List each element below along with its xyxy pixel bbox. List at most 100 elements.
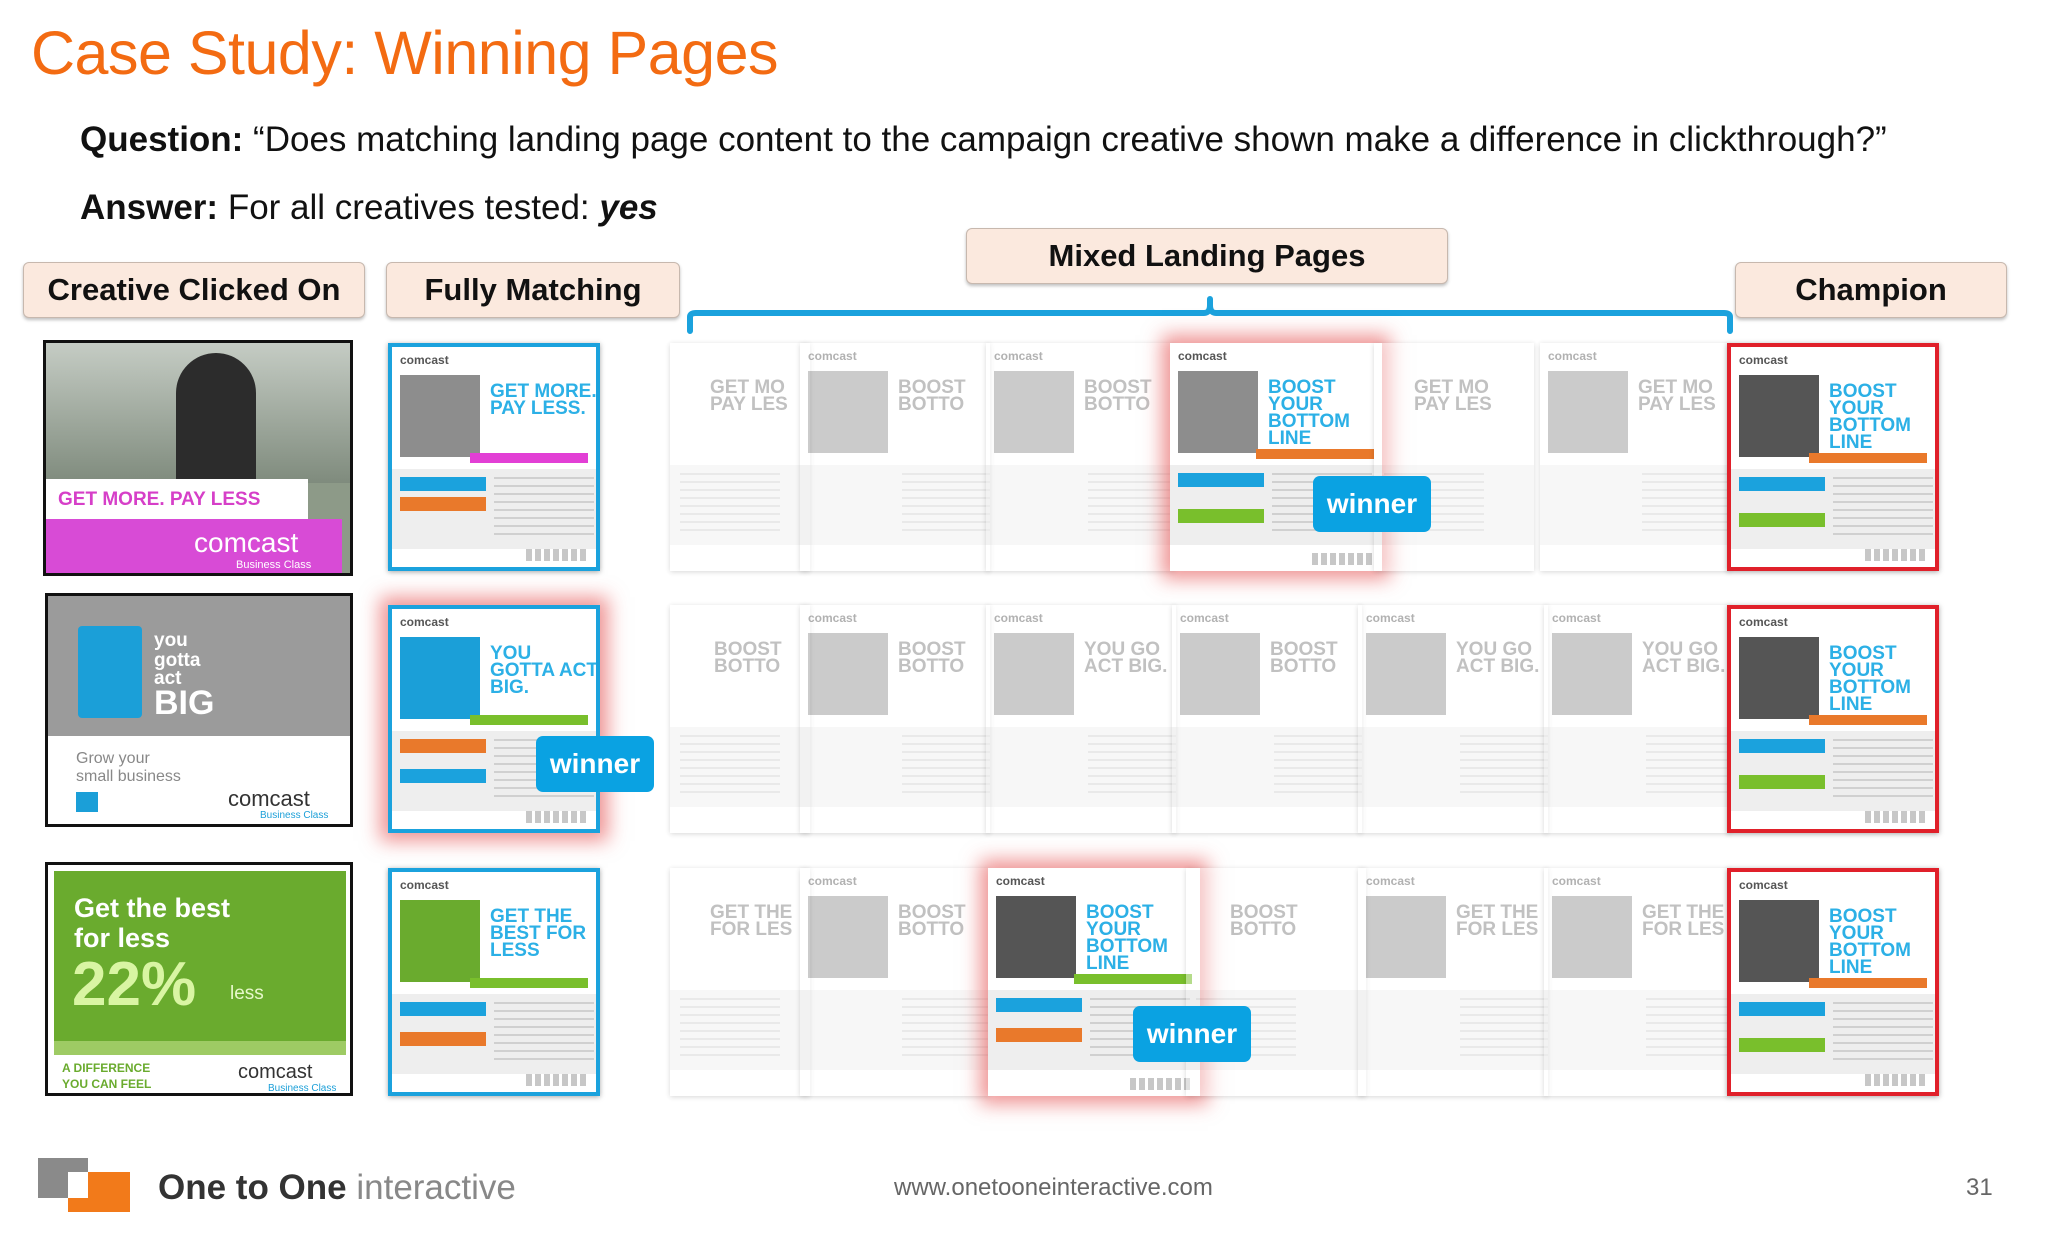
lp-headline: BOOST YOUR BOTTOM LINE <box>1086 902 1168 974</box>
lp-cta <box>470 453 588 463</box>
lp-image <box>1739 375 1819 457</box>
footer-url: www.onetooneinteractive.com <box>894 1174 1213 1201</box>
lp-headline: BOOST BOTTO <box>1230 902 1298 940</box>
lp-headline: GET THE FOR LES <box>710 902 793 940</box>
lp-image <box>1552 633 1632 715</box>
lp-image <box>1739 637 1819 719</box>
ad-line-4: BIG <box>154 684 215 722</box>
lp-image <box>400 900 480 982</box>
answer-label: Answer: <box>80 188 219 227</box>
lp-headline: GET THE FOR LES <box>1642 902 1725 940</box>
lp-image <box>994 371 1074 453</box>
lp-brand: comcast <box>1548 349 1597 363</box>
lp-image <box>1548 371 1628 453</box>
lp-row1-mixed-5: comcast GET MO PAY LES <box>1540 343 1730 571</box>
lp-headline: GET MORE. PAY LESS. <box>490 381 597 419</box>
question-text: “Does matching landing page content to t… <box>243 120 1887 159</box>
lp-brand: comcast <box>1739 615 1788 629</box>
lp-brand: comcast <box>808 349 857 363</box>
lp-row1-mixed-3: comcast BOOST BOTTO <box>986 343 1176 571</box>
arrow-icon <box>76 792 98 812</box>
lp-row2-mixed-1: BOOST BOTTO <box>670 605 810 833</box>
answer-emphasis: yes <box>599 188 658 227</box>
lp-headline: BOOST YOUR BOTTOM LINE <box>1268 377 1350 449</box>
label-champion: Champion <box>1735 262 2007 318</box>
lp-row2-matching: comcast YOU GOTTA ACT BIG. <box>388 605 600 833</box>
question-label: Question: <box>80 120 244 159</box>
ad-percent: 22% <box>72 950 197 1019</box>
lp-image <box>400 637 480 719</box>
lp-headline: BOOST BOTTO <box>898 377 966 415</box>
lp-row2-mixed-5: comcast YOU GO ACT BIG. <box>1358 605 1548 833</box>
ad-headline: GET MORE. PAY LESS <box>58 489 261 510</box>
ad-tag-1: Grow your <box>76 750 150 767</box>
lp-headline: GET THE BEST FOR LESS <box>490 906 587 961</box>
lp-image <box>1366 896 1446 978</box>
label-mixed-landing: Mixed Landing Pages <box>966 228 1448 284</box>
lp-row3-mixed-2: comcast BOOST BOTTO <box>800 868 990 1096</box>
lp-image <box>808 633 888 715</box>
lp-row2-mixed-2: comcast BOOST BOTTO <box>800 605 990 833</box>
lp-headline: GET MO PAY LES <box>1638 377 1716 415</box>
ad-brand-sub: Business Class <box>268 1083 337 1094</box>
winner-badge-row3: winner <box>1133 1006 1251 1062</box>
lp-image <box>808 371 888 453</box>
lp-row2-mixed-6: comcast YOU GO ACT BIG. <box>1544 605 1730 833</box>
lp-headline: BOOST YOUR BOTTOM LINE <box>1829 906 1911 978</box>
ad-line-1: you <box>154 630 188 651</box>
lp-row2-mixed-3: comcast YOU GO ACT BIG. <box>986 605 1176 833</box>
lp-cta <box>1074 974 1192 984</box>
lp-headline: BOOST BOTTO <box>1084 377 1152 415</box>
ad-line-1: Get the best <box>74 893 231 923</box>
lp-headline: BOOST YOUR BOTTOM LINE <box>1829 381 1911 453</box>
lp-row3-mixed-5: comcast GET THE FOR LES <box>1544 868 1730 1096</box>
lp-brand: comcast <box>1552 611 1601 625</box>
ad-brand: comcast <box>194 527 299 558</box>
lp-brand: comcast <box>400 353 449 367</box>
lp-row1-matching: comcast GET MORE. PAY LESS. <box>388 343 600 571</box>
lp-brand: comcast <box>996 874 1045 888</box>
lp-image <box>994 633 1074 715</box>
winner-badge-row1: winner <box>1313 476 1431 532</box>
ad-tag-2: YOU CAN FEEL <box>62 1077 152 1091</box>
winner-badge-row2: winner <box>536 736 654 792</box>
lp-image <box>808 896 888 978</box>
ad-get-more: GET MORE. PAY LESS comcast Business Clas… <box>43 340 353 576</box>
ad-line-2: for less <box>74 923 171 953</box>
lp-brand: comcast <box>400 615 449 629</box>
lp-row3-champion: comcast BOOST YOUR BOTTOM LINE <box>1727 868 1939 1096</box>
lp-headline: YOU GOTTA ACT BIG. <box>490 643 598 698</box>
lp-cta <box>1809 453 1927 463</box>
lp-cta <box>470 715 588 725</box>
ad-tag-2: small business <box>76 768 181 785</box>
lp-row1-mixed-1: GET MO PAY LES <box>670 343 810 571</box>
lp-headline: GET THE FOR LES <box>1456 902 1539 940</box>
ad-act-big: you gotta act BIG Grow your small busine… <box>45 593 353 827</box>
lp-brand: comcast <box>1366 874 1415 888</box>
lp-headline: BOOST BOTTO <box>1270 639 1338 677</box>
logo-bold-text: One to One <box>158 1168 347 1207</box>
lp-brand: comcast <box>808 874 857 888</box>
lp-image <box>1739 900 1819 982</box>
lp-headline: YOU GO ACT BIG. <box>1084 639 1168 677</box>
lp-brand: comcast <box>1178 349 1227 363</box>
answer-line: Answer: For all creatives tested: yes <box>80 188 658 228</box>
lp-headline: BOOST BOTTO <box>898 639 966 677</box>
label-fully-matching: Fully Matching <box>386 262 680 318</box>
mixed-bracket <box>687 296 1733 334</box>
building-icon <box>78 626 142 718</box>
lp-row1-mixed-4: GET MO PAY LES <box>1374 343 1534 571</box>
slide-title: Case Study: Winning Pages <box>31 19 779 87</box>
lp-brand: comcast <box>994 349 1043 363</box>
lp-headline: GET MO PAY LES <box>1414 377 1492 415</box>
lp-row3-mixed-4: comcast GET THE FOR LES <box>1358 868 1548 1096</box>
ad-brand: comcast <box>238 1061 313 1083</box>
company-logo-icon <box>38 1158 130 1212</box>
ad-tag-1: A DIFFERENCE <box>62 1061 151 1075</box>
lp-headline: YOU GO ACT BIG. <box>1456 639 1540 677</box>
ad-brand-sub: Business Class <box>236 559 312 571</box>
lp-headline: BOOST BOTTO <box>898 902 966 940</box>
label-creative-clicked: Creative Clicked On <box>23 262 365 318</box>
ad-line-3: act <box>154 668 182 689</box>
lp-cta <box>470 978 588 988</box>
